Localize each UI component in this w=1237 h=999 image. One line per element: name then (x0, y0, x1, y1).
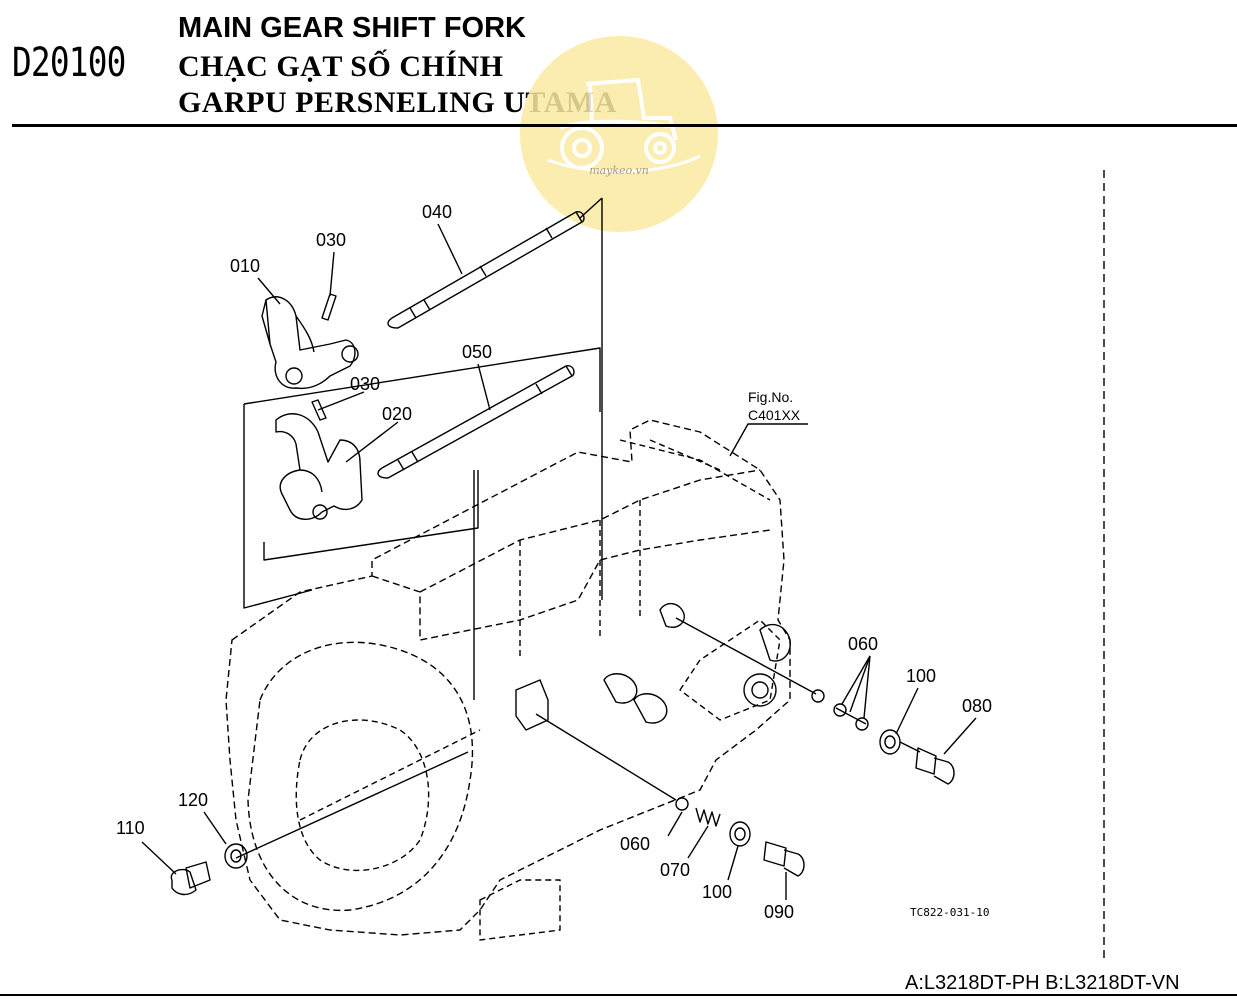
drawing-code: TC822-031-10 (910, 906, 989, 919)
label-part-010: 010 (230, 256, 260, 276)
assembly-box-left (243, 404, 313, 609)
leader-line-upper (675, 617, 817, 695)
label-part-020: 020 (382, 404, 412, 424)
label-part-040: 040 (422, 202, 452, 222)
title-vietnamese: CHẠC GẠT SỐ CHÍNH (178, 50, 504, 83)
shift-fork-010 (261, 296, 359, 390)
label-part-030-bottom: 030 (350, 374, 380, 394)
model-applicability: A:L3218DT-PH B:L3218DT-VN (905, 972, 1180, 994)
label-part-080: 080 (962, 696, 992, 716)
spring-070 (695, 807, 721, 827)
assembly-box-inner (263, 470, 479, 561)
bolt-110 (170, 861, 211, 896)
label-part-100-lower: 100 (702, 882, 732, 902)
steel-ball-060-lower (675, 797, 689, 811)
watermark-text: maykeo.vn (589, 164, 649, 177)
shift-rod-050 (377, 365, 575, 479)
title-english: MAIN GEAR SHIFT FORK (178, 12, 526, 44)
steel-ball-060-a (811, 689, 825, 703)
leader-line-bolt (235, 751, 469, 859)
washer-100-lower (729, 821, 751, 847)
figure-ref-line2: C401XX (748, 407, 801, 423)
label-part-070: 070 (660, 860, 690, 880)
spring-pin-030-bottom (311, 399, 327, 421)
shift-rod-040 (387, 211, 585, 329)
leader-line-lower (535, 713, 677, 801)
footer-rule (0, 994, 1237, 996)
header-rule (12, 124, 1237, 127)
transmission-case (225, 419, 791, 941)
label-part-050: 050 (462, 342, 492, 362)
figure-ref-line1: Fig.No. (748, 389, 793, 405)
steel-ball-060-c (855, 717, 869, 731)
washer-100-upper (879, 729, 901, 755)
label-part-030-top: 030 (316, 230, 346, 250)
catalog-code: D20100 (12, 40, 126, 86)
watermark-logo: maykeo.vn (520, 36, 718, 232)
washer-120 (224, 843, 248, 869)
label-part-060-lower: 060 (620, 834, 650, 854)
label-part-060-upper: 060 (848, 634, 878, 654)
plug-bolt-090 (763, 841, 805, 877)
label-part-100-upper: 100 (906, 666, 936, 686)
label-part-120: 120 (178, 790, 208, 810)
plug-bolt-080 (915, 747, 955, 785)
assembly-box-top (243, 347, 601, 412)
spring-pin-030-top (321, 293, 337, 321)
label-part-090: 090 (764, 902, 794, 922)
tractor-icon (547, 77, 701, 174)
steel-ball-060-b (833, 703, 847, 717)
shift-fork-020 (275, 413, 363, 520)
label-part-110: 110 (116, 818, 145, 838)
